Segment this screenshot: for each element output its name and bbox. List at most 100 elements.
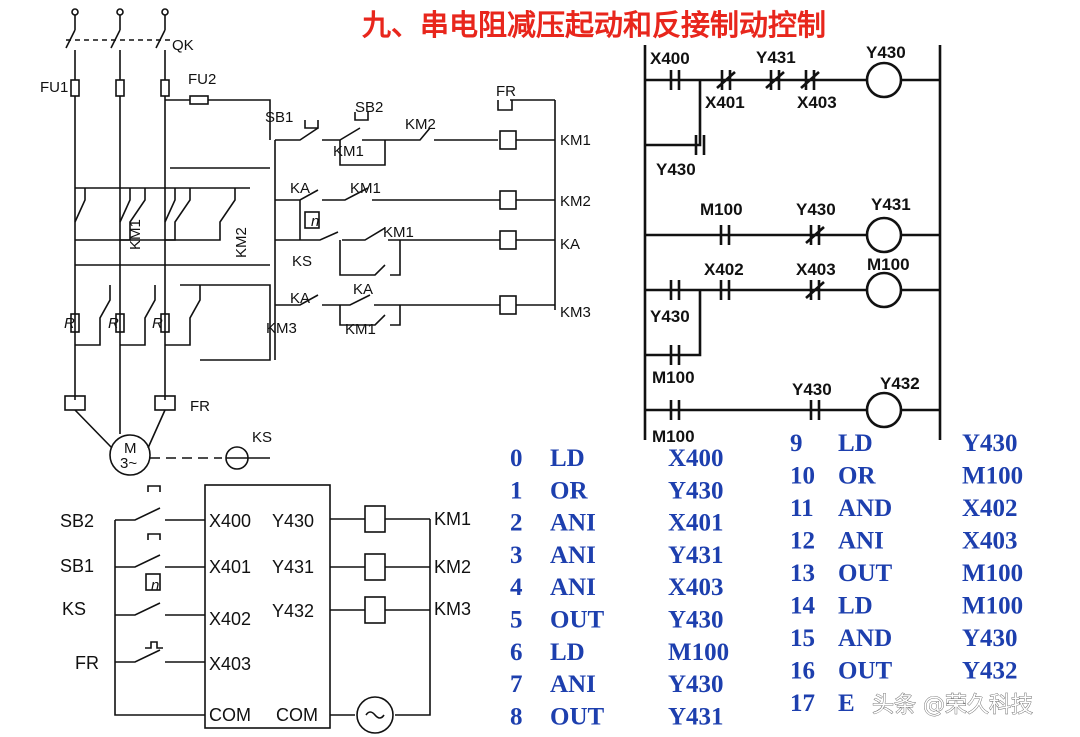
control-circuit-labels: SB1 SB2 KM1 KM2 FR KM1 KA KM1 KM2 n KS K…: [265, 83, 591, 338]
km1-contact: [119, 188, 131, 223]
instruction-operand: Y430: [668, 607, 724, 634]
km3-contact: [75, 285, 111, 346]
speed-relay-n-label: n: [311, 213, 319, 230]
instruction-row: 14 LD M100: [790, 593, 1023, 620]
load-km2: KM2: [434, 557, 471, 577]
km2-coil-label: KM2: [560, 193, 591, 210]
km3-contact: [165, 285, 201, 346]
nc-contact-icon: [716, 70, 736, 90]
instruction-step: 16: [790, 658, 815, 685]
coil-icon: [499, 230, 517, 250]
r2-label: R: [108, 315, 119, 332]
r1-label: R: [64, 315, 75, 332]
terminal-y432: Y432: [272, 601, 314, 621]
terminal: [116, 8, 124, 16]
qk-switch-pole: [155, 15, 166, 80]
instruction-step: 12: [790, 528, 815, 555]
ladder-coil-y431: Y431: [871, 195, 911, 214]
no-contact-icon: [719, 225, 731, 245]
ks-contact-label: KS: [292, 253, 312, 270]
output-coil-icon: [865, 391, 903, 429]
ka-contact-label-2: KA: [290, 290, 310, 307]
ac-wave: [365, 711, 385, 719]
fu1-label: FU1: [40, 79, 68, 96]
main-circuit-labels: QK FU1 FU2 KM1 KM2 KM3 R R R FR M 3~ KS: [40, 37, 297, 472]
input-contact: [115, 649, 205, 663]
rung-ka: [275, 227, 500, 276]
input-device-ks: KS: [62, 599, 86, 619]
ladder-m100: M100: [700, 200, 743, 219]
output-coil-icon: [865, 216, 903, 254]
instruction-operand: Y430: [962, 430, 1018, 457]
ladder-x401: X401: [705, 93, 745, 112]
ladder-x402: X402: [704, 260, 744, 279]
no-contact-icon: [669, 345, 681, 365]
terminal: [71, 8, 79, 16]
instruction-operand: M100: [962, 463, 1023, 490]
terminal-x403: X403: [209, 654, 251, 674]
instruction-op: ANI: [550, 542, 596, 569]
output-coil-icon: [364, 553, 386, 581]
terminal-x401: X401: [209, 557, 251, 577]
fr-main-label: FR: [190, 398, 210, 415]
instruction-step: 5: [510, 607, 523, 634]
km1-contact-label-3: KM1: [383, 224, 414, 241]
input-contact: [115, 507, 205, 521]
no-contact-icon: [669, 70, 681, 90]
resistor-r: [160, 313, 170, 333]
ladder-m100-parallel: M100: [652, 368, 695, 387]
instruction-operand: Y431: [668, 703, 724, 730]
output-coil-icon: [865, 61, 903, 99]
ladder-x400: X400: [650, 49, 690, 68]
resistor-r: [115, 313, 125, 333]
sb2-label: SB2: [355, 99, 383, 116]
instruction-step: 6: [510, 639, 523, 666]
instruction-operand: Y431: [668, 542, 724, 569]
no-contact-icon: [809, 400, 821, 420]
instruction-step: 7: [510, 671, 523, 698]
km3-coil-label: KM3: [560, 304, 591, 321]
instruction-op: OR: [838, 463, 876, 490]
km3-branch: [170, 167, 271, 361]
instruction-step: 14: [790, 593, 816, 620]
ladder-y430-parallel-2: Y430: [650, 307, 690, 326]
input-contact: [115, 554, 205, 568]
instruction-operand: M100: [962, 593, 1023, 620]
qk-switch-pole: [110, 15, 121, 80]
busbar: [75, 187, 270, 266]
no-contact-icon: [669, 400, 681, 420]
instruction-op: ANI: [550, 510, 596, 537]
instruction-op: AND: [838, 495, 892, 522]
instruction-op: LD: [550, 445, 585, 472]
km1-contact: [74, 188, 86, 223]
instruction-operand: M100: [668, 639, 729, 666]
ks-main-label: KS: [252, 429, 272, 446]
ka-contact-label-3: KA: [353, 281, 373, 298]
instruction-op: LD: [838, 593, 873, 620]
instruction-step: 8: [510, 703, 523, 730]
ladder-coil-m100: M100: [867, 255, 910, 274]
ladder-y430-parallel: Y430: [656, 160, 696, 179]
instruction-step: 4: [510, 574, 523, 601]
r3-label: R: [152, 315, 163, 332]
km2-contact: [75, 188, 146, 241]
output-common: [330, 519, 431, 716]
instruction-op: LD: [838, 430, 873, 457]
terminal-y431: Y431: [272, 557, 314, 577]
instruction-operand: Y430: [668, 477, 724, 504]
instruction-step: 17: [790, 690, 815, 717]
km1-hold-branch: [339, 140, 386, 166]
ladder-coil-y430: Y430: [866, 43, 906, 62]
input-common: [114, 520, 205, 716]
instruction-op: OR: [550, 477, 588, 504]
motor-icon: [109, 434, 151, 476]
terminal-com-out: COM: [276, 705, 318, 725]
km2-contact: [120, 188, 191, 241]
